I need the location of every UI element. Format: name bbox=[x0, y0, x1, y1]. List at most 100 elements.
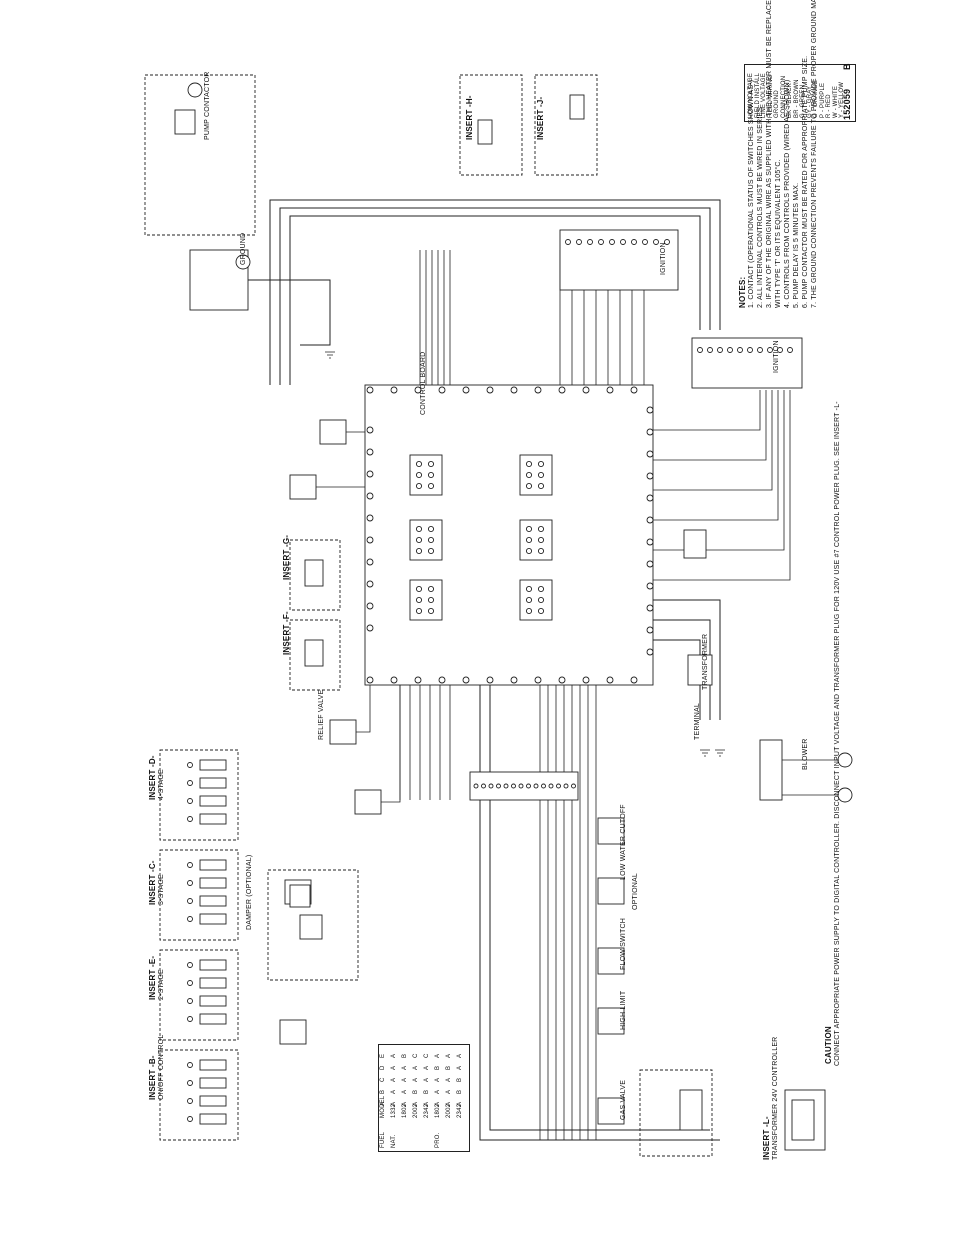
label-insert-e-sub: 2-STAGE bbox=[158, 969, 165, 1000]
ignition-terminal bbox=[587, 239, 593, 245]
pump-insert-frame bbox=[144, 74, 256, 236]
insert-frame bbox=[159, 1049, 239, 1141]
connector-pin bbox=[534, 676, 542, 684]
connector-pin bbox=[606, 386, 614, 394]
connector-pin bbox=[390, 386, 398, 394]
fuel-table-header: A bbox=[380, 1101, 386, 1106]
relay-module bbox=[409, 454, 443, 496]
connector-pin bbox=[630, 676, 638, 684]
blower-terminal-block bbox=[759, 739, 783, 801]
safety-switch bbox=[597, 1097, 625, 1125]
insert-terminal bbox=[199, 777, 227, 789]
switch-wire bbox=[381, 685, 401, 803]
switch-box bbox=[354, 789, 382, 815]
switch-box bbox=[329, 719, 357, 745]
note-item: 2. ALL INTERNAL CONTROLS MUST BE WIRED I… bbox=[757, 106, 764, 308]
connector-pin bbox=[366, 536, 374, 544]
strip-pin bbox=[518, 783, 524, 789]
fuel-table-cell: B bbox=[413, 1089, 419, 1094]
connector-pin bbox=[366, 514, 374, 522]
connector-pin bbox=[462, 676, 470, 684]
strip-pin bbox=[563, 783, 569, 789]
connector-pin bbox=[646, 406, 654, 414]
safety-wire bbox=[489, 685, 710, 1131]
notes-heading: NOTES: bbox=[738, 276, 747, 308]
gas-valve-insert bbox=[639, 1069, 713, 1157]
connector-pin bbox=[510, 386, 518, 394]
insert-pin bbox=[187, 1062, 193, 1068]
insert-frame bbox=[159, 749, 239, 841]
relay-pin bbox=[525, 536, 533, 544]
relay-pin bbox=[427, 482, 435, 490]
switch-wire bbox=[356, 685, 371, 733]
insert-pin bbox=[187, 1098, 193, 1104]
insert-frame bbox=[159, 949, 239, 1041]
insert-pin bbox=[187, 898, 193, 904]
ignition-terminal bbox=[642, 239, 648, 245]
connector-pin bbox=[366, 676, 374, 684]
insert-f-frame bbox=[289, 619, 341, 691]
label-gas-valve: GAS VALVE bbox=[620, 1079, 627, 1120]
insert-terminal bbox=[199, 1077, 227, 1089]
revision-number: B bbox=[842, 63, 852, 70]
label-insert-b-sub: ON/OFF CONTROL bbox=[158, 1034, 165, 1100]
relay-module bbox=[519, 579, 553, 621]
insert-pin bbox=[187, 998, 193, 1004]
legend-item: LOW VOLTAGE bbox=[748, 73, 754, 118]
label-transformer: TRANSFORMER bbox=[702, 633, 709, 690]
safety-switch bbox=[597, 947, 625, 975]
label-terminal: TERMINAL bbox=[694, 703, 701, 740]
strip-pin bbox=[511, 783, 516, 789]
fuel-table-header: MODEL bbox=[380, 1095, 386, 1118]
connector-pin bbox=[366, 426, 374, 434]
insert-terminal bbox=[199, 977, 227, 989]
switch-box bbox=[319, 419, 347, 445]
relay-pin bbox=[525, 482, 533, 490]
connector-pin bbox=[646, 626, 654, 634]
insert-pin bbox=[187, 980, 193, 986]
insert-pin bbox=[187, 880, 193, 886]
ignition-terminal bbox=[787, 347, 793, 353]
insert-j-frame bbox=[534, 74, 598, 176]
relay-pin bbox=[525, 607, 533, 615]
relay-pin bbox=[427, 547, 435, 555]
insert-h-frame bbox=[459, 74, 523, 176]
connector-pin bbox=[462, 386, 470, 394]
relay-pin bbox=[415, 547, 423, 555]
label-insert-c-sub: 3-STAGE bbox=[158, 874, 165, 905]
terminal-strip bbox=[469, 771, 579, 801]
ignition-wire bbox=[653, 390, 785, 551]
relay-pin bbox=[525, 585, 533, 593]
label-insert-e: INSERT -E- bbox=[148, 955, 157, 1000]
relay-pin bbox=[427, 596, 435, 604]
ground-symbol bbox=[715, 749, 725, 757]
insert-l-terminals bbox=[791, 1099, 815, 1141]
connector-pin bbox=[414, 676, 422, 684]
label-insert-c: INSERT -C- bbox=[148, 860, 157, 905]
pump-relay bbox=[174, 109, 196, 135]
connector-pin bbox=[390, 676, 398, 684]
strip-pin bbox=[473, 783, 479, 789]
ignition-terminal bbox=[757, 347, 763, 353]
damper-relay bbox=[289, 884, 311, 908]
supply-wire bbox=[269, 199, 721, 385]
label-insert-h: INSERT -H- bbox=[465, 95, 474, 140]
ignition-terminal bbox=[598, 239, 604, 245]
insert-g-relay bbox=[304, 559, 324, 587]
pump-wire bbox=[248, 279, 331, 346]
ignition-terminal bbox=[631, 239, 637, 245]
label-blower: BLOWER bbox=[802, 738, 809, 770]
label-insert-j: INSERT -J- bbox=[536, 96, 545, 140]
insert-terminal bbox=[199, 995, 227, 1007]
relay-pin bbox=[525, 460, 533, 468]
insert-terminal bbox=[199, 913, 227, 925]
connector-pin bbox=[646, 560, 654, 568]
relay-pin bbox=[427, 536, 435, 544]
insert-terminal bbox=[199, 859, 227, 871]
insert-pin bbox=[187, 780, 193, 786]
supply-wire bbox=[289, 215, 701, 385]
ignition-module-2 bbox=[691, 337, 803, 389]
blower-motor bbox=[837, 752, 853, 768]
fuel-table-cell: A bbox=[435, 1101, 441, 1106]
relay-pin bbox=[525, 596, 533, 604]
